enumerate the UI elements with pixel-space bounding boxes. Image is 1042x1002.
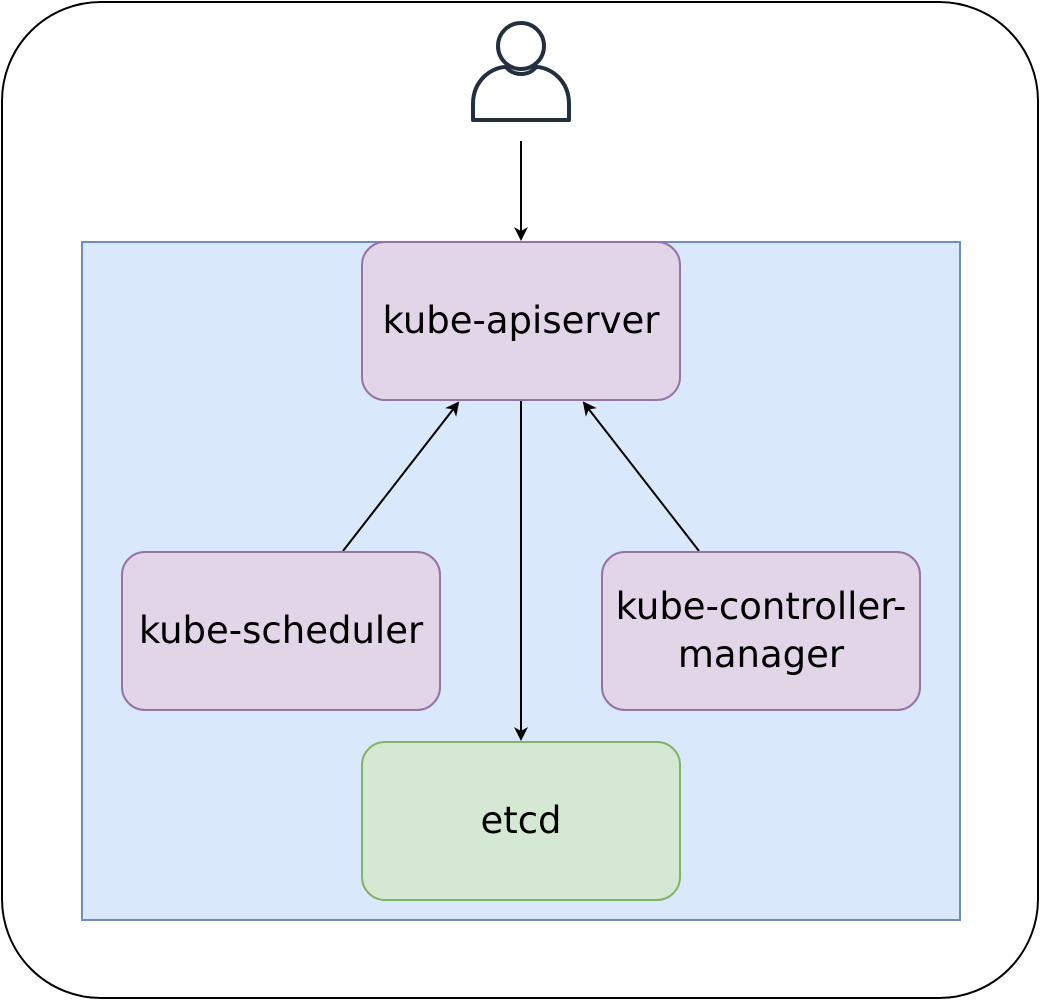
kube-controller-manager-node: kube-controller-manager <box>601 551 921 711</box>
kube-controller-manager-label: kube-controller-manager <box>615 585 907 676</box>
kube-scheduler-node: kube-scheduler <box>121 551 441 711</box>
etcd-label: etcd <box>480 799 562 842</box>
kube-scheduler-label: kube-scheduler <box>138 609 424 652</box>
etcd-node: etcd <box>361 741 681 901</box>
user-icon <box>471 21 571 122</box>
kube-apiserver-label: kube-apiserver <box>382 299 660 342</box>
kube-apiserver-node: kube-apiserver <box>361 241 681 401</box>
